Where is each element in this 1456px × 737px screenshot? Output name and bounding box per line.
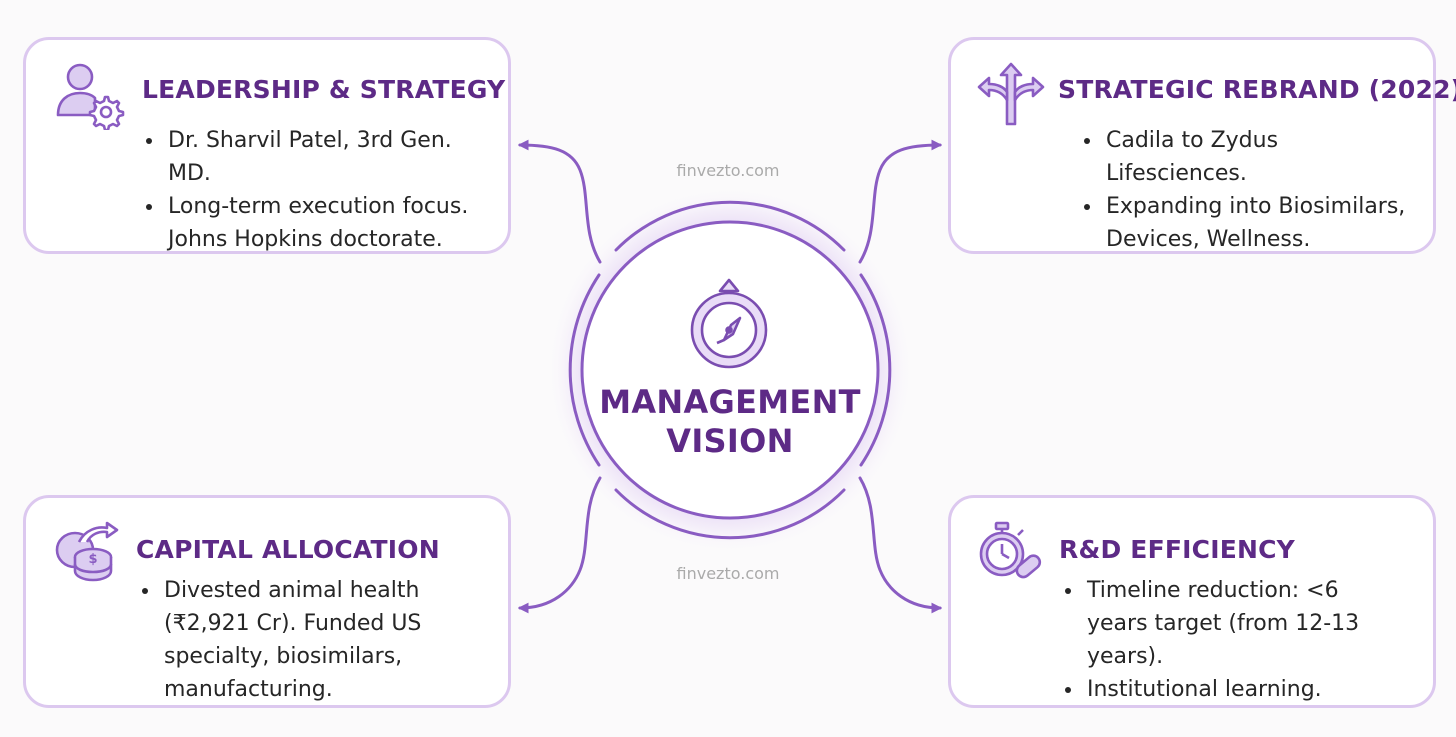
bullet-item: Dr. Sharvil Patel, 3rd Gen. MD. [146,124,496,190]
bullet-item: Divested animal health (₹2,921 Cr). Fund… [142,574,502,706]
connector-rebrand [858,139,943,264]
bullet-item: Timeline reduction: <6 years target (fro… [1065,574,1405,673]
hub-arc-top [614,200,846,252]
person-gear-icon [56,63,125,130]
bullet-item: Cadila to Zydus Lifesciences. [1084,124,1414,190]
hub-title-line2: VISION [666,422,794,460]
card-title: STRATEGIC REBRAND (2022) [1058,75,1456,104]
bullet-item: Long-term execution focus. Johns Hopkins… [146,190,496,256]
stopwatch-pill-icon [979,521,1042,579]
connector-rnd [858,476,943,614]
card-leadership-strategy: LEADERSHIP & STRATEGY Dr. Sharvil Patel,… [23,37,511,254]
diverging-arrows-icon [977,62,1045,126]
card-title: CAPITAL ALLOCATION [136,535,440,564]
card-bullets: Timeline reduction: <6 years target (fro… [1065,574,1405,706]
bullet-item: Expanding into Biosimilars, Devices, Wel… [1084,190,1414,256]
connector-capital [517,476,602,614]
card-strategic-rebrand: STRATEGIC REBRAND (2022) Cadila to Zydus… [948,37,1456,256]
card-capital-allocation: $ CAPITAL ALLOCATION Divested animal hea… [23,495,511,708]
connector-leadership [517,139,602,264]
bullet-item: Institutional learning. [1065,673,1405,706]
card-bullets: Cadila to Zydus Lifesciences. Expanding … [1084,124,1414,256]
card-rnd-efficiency: R&D EFFICIENCY Timeline reduction: <6 ye… [948,495,1436,708]
card-title: R&D EFFICIENCY [1059,535,1295,564]
coins-arrow-icon: $ [55,521,119,582]
card-title: LEADERSHIP & STRATEGY [142,75,506,104]
watermark-top: finvezto.com [676,161,780,180]
svg-text:$: $ [88,552,97,567]
compass-icon [690,278,768,369]
watermark-bottom: finvezto.com [676,564,780,583]
hub-title-line1: MANAGEMENT [599,383,861,421]
hub-arc-left [568,273,601,467]
hub-title: MANAGEMENT VISION [580,383,880,461]
hub-circle [580,220,880,520]
hub-arc-bottom [614,488,846,540]
card-bullets: Dr. Sharvil Patel, 3rd Gen. MD. Long-ter… [146,124,496,256]
hub-arc-right [859,273,892,467]
card-bullets: Divested animal health (₹2,921 Cr). Fund… [142,574,502,706]
